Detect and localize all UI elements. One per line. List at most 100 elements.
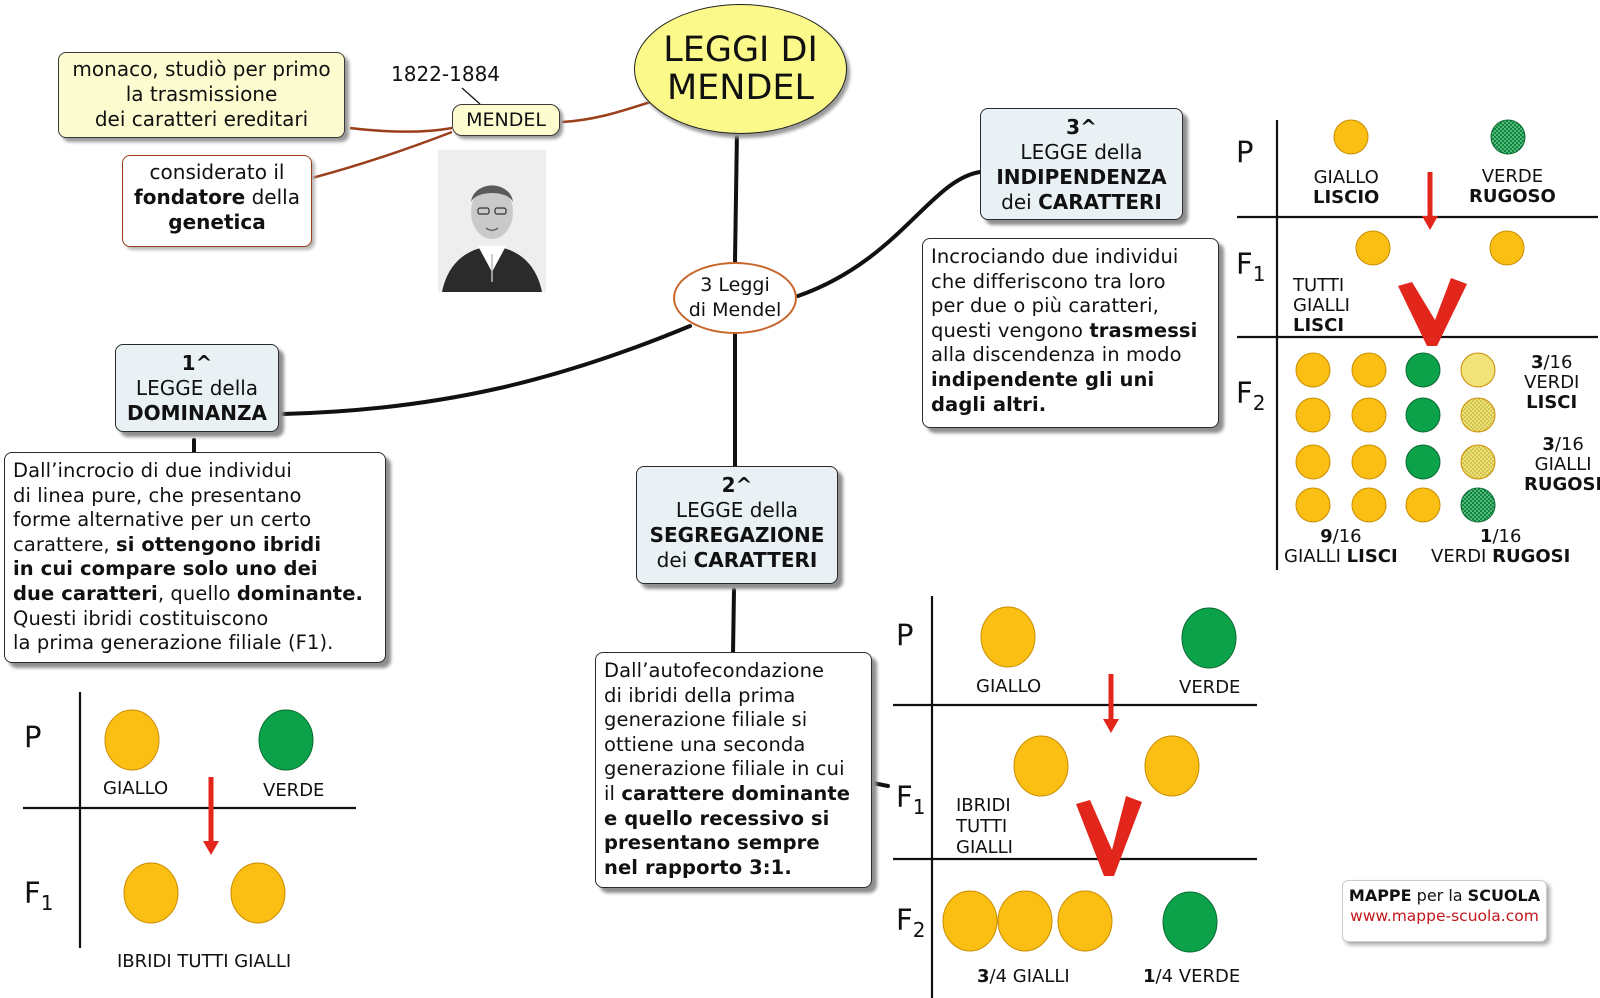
d2-ratio-text: /4 GIALLI <box>989 966 1070 987</box>
d3-word-bold: LISCI <box>1346 546 1398 567</box>
d3-frac: /16 <box>1543 352 1573 373</box>
v-arrow-icon <box>1076 796 1142 876</box>
hub-line-1: 3 Leggi <box>700 274 770 296</box>
credit-word-1: MAPPE <box>1348 886 1412 905</box>
credit-word-3: SCUOLA <box>1467 886 1541 905</box>
law2-name-2: CARATTERI <box>693 548 818 572</box>
pea-icon <box>1333 119 1369 155</box>
d3-num: 3 <box>1542 434 1555 455</box>
d3-num: 9 <box>1320 526 1333 547</box>
founder-line-2: fondatore della <box>129 185 305 210</box>
credit-url[interactable]: www.mappe-scuola.com <box>1350 907 1539 925</box>
pea-icon <box>1057 890 1113 952</box>
law1-desc-text: , quello <box>157 581 237 605</box>
pea-icon <box>1295 487 1331 523</box>
gen-sub: 1 <box>912 794 926 819</box>
pea-icon <box>230 862 286 924</box>
pea-icon <box>1405 352 1441 388</box>
credit-word-2: per la <box>1411 886 1468 905</box>
pea-icon <box>942 890 998 952</box>
d1-gen-p: P <box>24 720 42 754</box>
founder-line-1: considerato il <box>149 160 285 184</box>
d3-verde-rugoso: VERDE RUGOSO <box>1469 167 1556 207</box>
link-hub-law3 <box>796 170 982 298</box>
law2-description: Dall’autofecondazione di ibridi della pr… <box>595 652 872 888</box>
law1-desc-line: forme alternative per un certo <box>13 508 312 532</box>
law2-desc-bold: e quello recessivo si <box>604 806 830 830</box>
gen-f: F <box>1236 247 1253 281</box>
link-title-hub <box>733 128 739 264</box>
hub-three-laws: 3 Leggi di Mendel <box>673 262 797 334</box>
law1-name: DOMINANZA <box>127 401 267 425</box>
d2-ibridi-2: TUTTI <box>956 816 1008 837</box>
law3-name: INDIPENDENZA <box>996 165 1167 189</box>
pea-icon <box>1489 230 1525 266</box>
law3-desc-line: che differiscono tra loro <box>931 269 1166 293</box>
d3-word: VERDI <box>1431 546 1493 567</box>
law2-desc-bold: presentano sempre <box>604 831 820 855</box>
law3-desc-line: alla discendenza in modo <box>931 343 1182 367</box>
monk-line-2: la trasmissione <box>125 82 278 106</box>
law3-desc-bold: indipendente gli uni <box>931 367 1155 391</box>
monk-line-1: monaco, studiò per primo <box>72 57 331 81</box>
law2-desc-text: il <box>604 781 622 805</box>
d3-ratio-verdi-rugosi: 1/16 VERDI RUGOSI <box>1431 527 1570 567</box>
law2-desc-line: generazione filiale si <box>604 708 808 732</box>
d2-verde-label: VERDE <box>1179 677 1241 698</box>
d3-tutti: TUTTI <box>1293 275 1345 296</box>
pea-icon <box>104 709 160 771</box>
link-monk-mendel <box>349 126 453 134</box>
law1-desc-bold: dominante. <box>236 581 364 605</box>
pea-icon <box>1405 397 1441 433</box>
v-arrow-icon <box>1398 278 1467 346</box>
pea-icon <box>123 862 179 924</box>
mendel-portrait <box>438 150 546 292</box>
d2-ibridi-1: IBRIDI <box>956 795 1011 816</box>
law3-desc-line: per due o più caratteri, <box>931 294 1159 318</box>
link-years-mendel <box>461 87 481 105</box>
law2-desc-bold: carattere dominante <box>621 781 851 805</box>
d2-ibridi-label: IBRIDI TUTTI GIALLI <box>956 795 1013 858</box>
d1-ibridi-label: IBRIDI TUTTI GIALLI <box>117 951 292 972</box>
pea-icon <box>980 606 1036 668</box>
gen-f: F <box>24 876 41 910</box>
d2-gen-f2: F2 <box>896 903 925 942</box>
law1-desc-text: carattere, <box>13 532 117 556</box>
mendel-node: MENDEL <box>452 104 560 136</box>
gen-f: F <box>1236 376 1253 410</box>
law1-desc-line: Dall’incrocio di due individui <box>13 459 292 482</box>
mendel-years: 1822-1884 <box>391 62 501 86</box>
pea-icon <box>1351 397 1387 433</box>
down-arrow-icon <box>1103 674 1119 733</box>
link-desc2-diagram2 <box>871 781 890 788</box>
d3-word-bold: RUGOSI <box>1524 474 1600 495</box>
law2-pre: dei <box>656 548 694 572</box>
law2-desc-line: generazione filiale in cui <box>604 757 845 781</box>
d1-giallo-label: GIALLO <box>103 778 169 799</box>
pea-icon <box>1181 607 1237 669</box>
d3-giallo-liscio: GIALLO LISCIO <box>1313 168 1379 208</box>
law3-description: Incrociando due individui che differisco… <box>922 238 1219 428</box>
pea-icon <box>1351 487 1387 523</box>
law1-box: 1^ LEGGE della DOMINANZA <box>115 344 279 432</box>
d3-word-bold: LISCI <box>1526 392 1578 413</box>
link-mendel-founder <box>311 130 453 180</box>
law1-desc-bold: in cui compare solo uno dei <box>13 557 318 581</box>
d3-rugoso: RUGOSO <box>1469 186 1556 207</box>
d2-ratio-text: /4 VERDE <box>1155 966 1241 987</box>
d3-frac: /16 <box>1332 526 1362 547</box>
pea-icon <box>1355 230 1391 266</box>
title-line-1: LEGGI DI <box>663 30 818 70</box>
d3-ratio-gialli-rugosi: 3/16 GIALLI RUGOSI <box>1524 435 1600 495</box>
d3-tutti-gialli-lisci: TUTTI GIALLI LISCI <box>1293 276 1350 336</box>
pea-icon <box>1013 735 1069 797</box>
d3-ratio-verdi-lisci: 3/16 VERDI LISCI <box>1524 353 1579 413</box>
d3-num: 3 <box>1530 352 1544 373</box>
law3-desc-bold: dagli altri. <box>931 392 1047 416</box>
gen-sub: 1 <box>1252 261 1266 286</box>
title-line-2: MENDEL <box>666 68 815 108</box>
pea-icon <box>1295 397 1331 433</box>
d3-frac: /16 <box>1554 434 1584 455</box>
law2-desc-line: ottiene una seconda <box>604 732 806 756</box>
